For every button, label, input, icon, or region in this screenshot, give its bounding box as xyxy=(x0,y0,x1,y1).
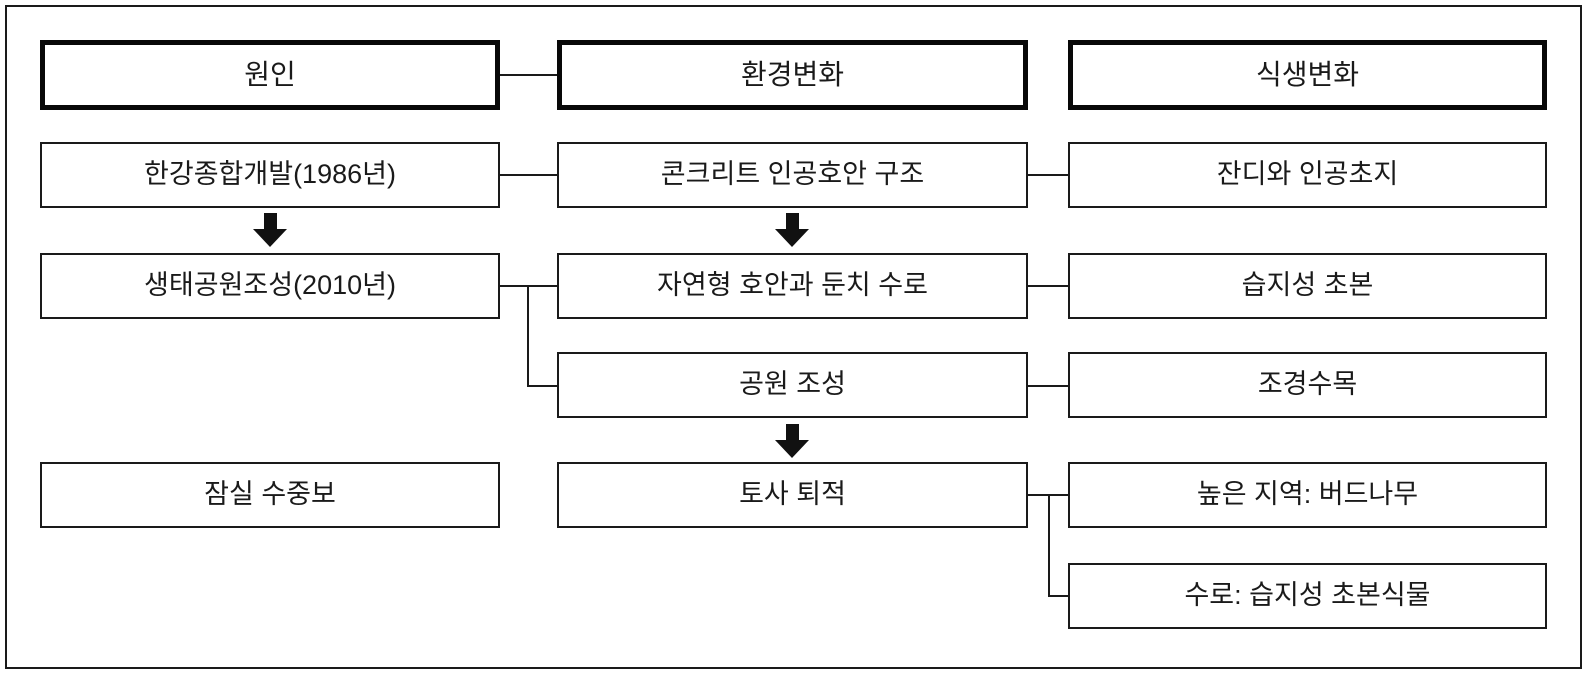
arrow-down-icon-environment-col-top xyxy=(775,213,809,247)
header-box-environment-change: 환경변화 xyxy=(557,40,1028,110)
arrow-shaft xyxy=(264,213,277,231)
arrow-head xyxy=(775,229,809,247)
arrow-shaft xyxy=(786,213,799,231)
node-label-natural-bank-and-channel: 자연형 호안과 둔치 수로 xyxy=(657,270,928,301)
node-wetland-herbaceous: 습지성 초본 xyxy=(1068,253,1547,319)
node-label-sediment-deposition: 토사 퇴적 xyxy=(739,479,846,510)
node-sediment-deposition: 토사 퇴적 xyxy=(557,462,1028,528)
node-label-landscape-trees: 조경수목 xyxy=(1257,369,1358,400)
node-channel-wetland-herbaceous: 수로: 습지성 초본식물 xyxy=(1068,563,1547,629)
node-concrete-bank-structure: 콘크리트 인공호안 구조 xyxy=(557,142,1028,208)
arrow-down-icon-cause-col xyxy=(253,213,287,247)
connector-eco-park-to-park-creation xyxy=(527,385,557,387)
node-jamsil-submerged-weir: 잠실 수중보 xyxy=(40,462,500,528)
node-park-creation: 공원 조성 xyxy=(557,352,1028,418)
node-high-area-willow: 높은 지역: 버드나무 xyxy=(1068,462,1547,528)
connector-header-cause-to-environment xyxy=(500,74,557,76)
connector-sediment-to-channel-wetland xyxy=(1048,595,1068,597)
node-label-park-creation: 공원 조성 xyxy=(739,369,846,400)
header-box-cause: 원인 xyxy=(40,40,500,110)
arrow-head xyxy=(775,440,809,458)
node-label-eco-park-creation: 생태공원조성(2010년) xyxy=(144,270,396,301)
connector-concrete-bank-to-lawn xyxy=(1028,174,1068,176)
node-eco-park-creation: 생태공원조성(2010년) xyxy=(40,253,500,319)
header-label-vegetation-change: 식생변화 xyxy=(1255,58,1360,90)
connector-eco-park-vertical-branch xyxy=(527,285,529,386)
node-lawn-and-artificial-grassland: 잔디와 인공초지 xyxy=(1068,142,1547,208)
node-han-river-development: 한강종합개발(1986년) xyxy=(40,142,500,208)
node-label-lawn-and-artificial-grassland: 잔디와 인공초지 xyxy=(1216,159,1399,190)
connector-sediment-vertical-branch xyxy=(1048,494,1050,597)
node-label-jamsil-submerged-weir: 잠실 수중보 xyxy=(204,479,336,510)
diagram-outer-frame xyxy=(5,5,1582,669)
node-landscape-trees: 조경수목 xyxy=(1068,352,1547,418)
node-label-channel-wetland-herbaceous: 수로: 습지성 초본식물 xyxy=(1184,580,1431,611)
arrow-down-icon-environment-col-bottom xyxy=(775,424,809,458)
node-label-high-area-willow: 높은 지역: 버드나무 xyxy=(1196,479,1419,510)
connector-natural-bank-to-wetland-herb xyxy=(1028,285,1068,287)
connector-han-river-to-concrete-bank xyxy=(500,174,557,176)
node-natural-bank-and-channel: 자연형 호안과 둔치 수로 xyxy=(557,253,1028,319)
connector-park-creation-to-landscape-trees xyxy=(1028,385,1068,387)
header-label-cause: 원인 xyxy=(244,58,296,90)
node-label-han-river-development: 한강종합개발(1986년) xyxy=(144,159,396,190)
node-label-wetland-herbaceous: 습지성 초본 xyxy=(1241,270,1374,301)
header-box-vegetation-change: 식생변화 xyxy=(1068,40,1547,110)
header-label-environment-change: 환경변화 xyxy=(740,58,845,90)
node-label-concrete-bank-structure: 콘크리트 인공호안 구조 xyxy=(660,159,925,190)
arrow-shaft xyxy=(786,424,799,442)
arrow-head xyxy=(253,229,287,247)
